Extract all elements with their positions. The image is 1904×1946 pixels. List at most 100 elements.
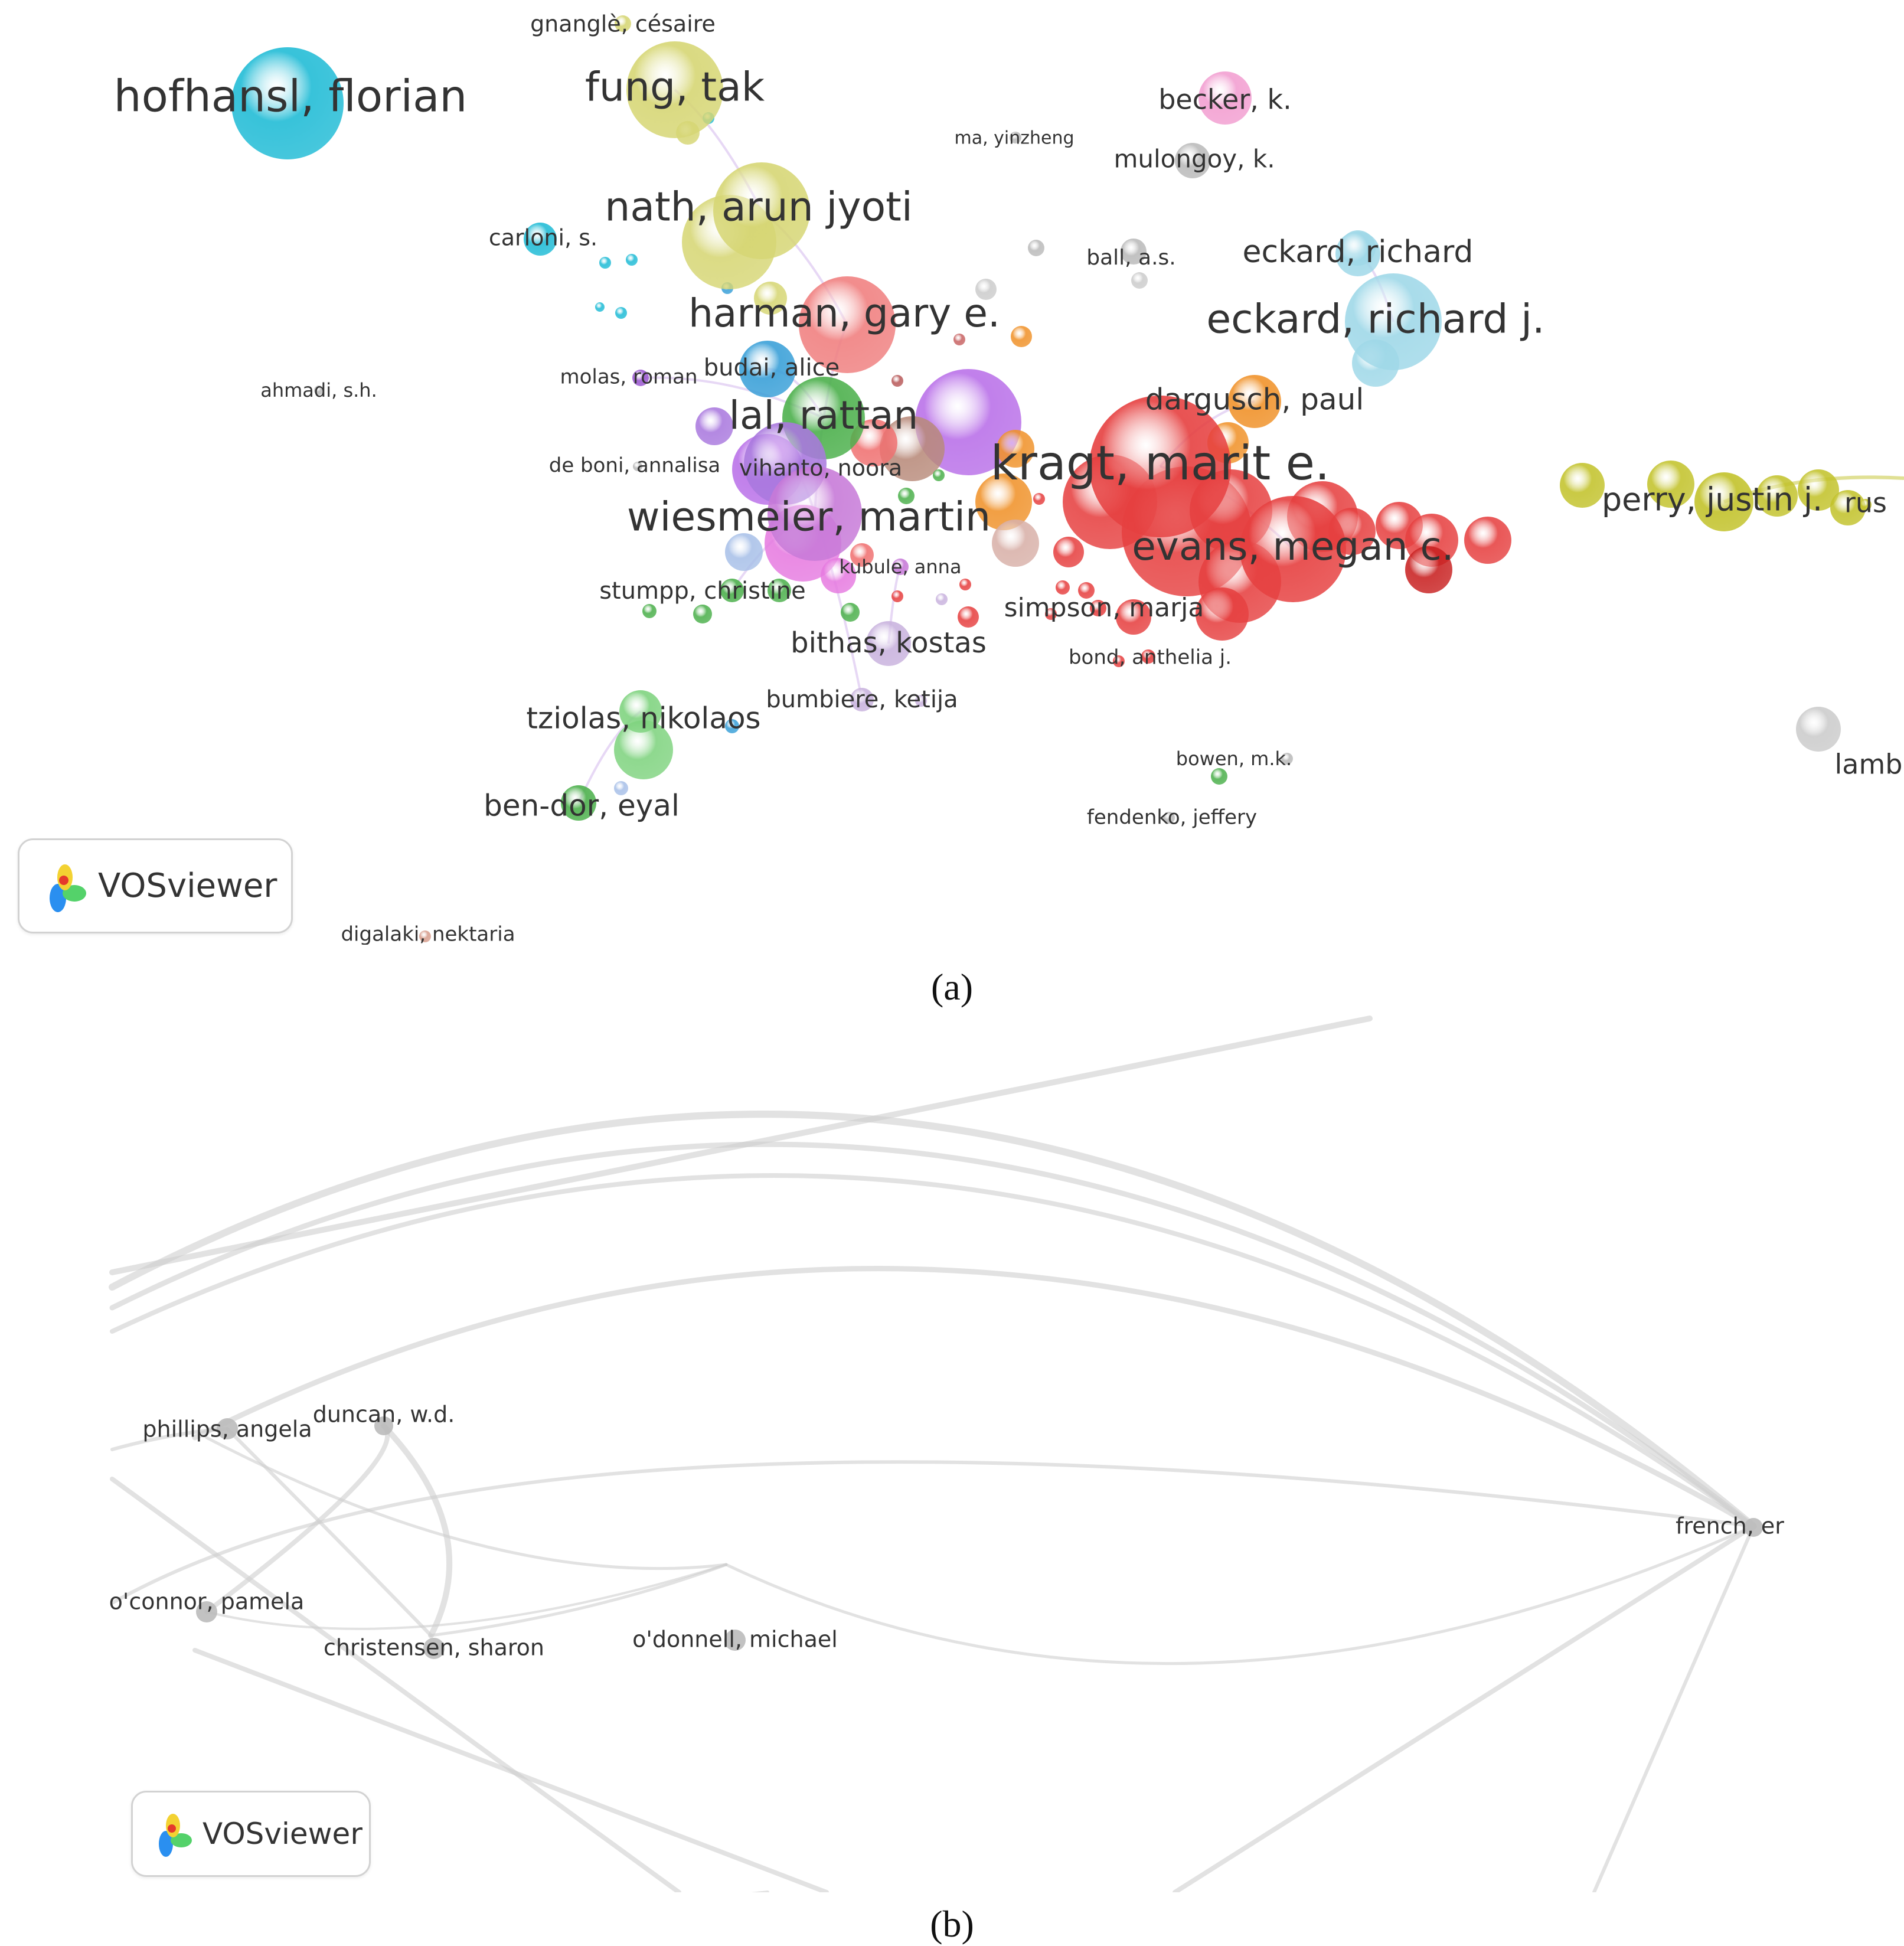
author-label-carloni-s[interactable]: carloni, s.: [489, 225, 597, 251]
author-label-french-er[interactable]: french, er: [1676, 1513, 1784, 1539]
author-label-lamb[interactable]: lamb: [1835, 749, 1903, 781]
author-label-de-boni-annalisa[interactable]: de boni, annalisa: [549, 454, 721, 478]
author-label-ahmadi-s-h[interactable]: ahmadi, s.h.: [260, 379, 377, 401]
author-node[interactable]: [614, 781, 628, 795]
author-label-duncan-w-d[interactable]: duncan, w.d.: [313, 1402, 455, 1428]
author-label-bumbiere-ketija[interactable]: bumbiere, ketija: [766, 686, 958, 713]
author-label-tziolas-nikolaos[interactable]: tziolas, nikolaos: [526, 701, 760, 736]
author-node-kubule-anna[interactable]: [892, 559, 909, 575]
author-label-gnangl-c-saire[interactable]: gnanglè, césaire: [530, 11, 716, 37]
author-label-harman-gary-e[interactable]: harman, gary e.: [688, 290, 1000, 336]
author-label-o-connor-pamela[interactable]: o'connor, pamela: [109, 1589, 305, 1615]
author-node[interactable]: [975, 279, 997, 300]
author-node[interactable]: [615, 307, 627, 319]
author-node-becker-k[interactable]: [1198, 71, 1252, 125]
author-node-lamb[interactable]: [1796, 707, 1841, 752]
author-node[interactable]: [880, 416, 945, 481]
author-node-gnangl-c-saire[interactable]: [615, 15, 631, 32]
author-label-vihanto-noora[interactable]: vihanto, noora: [739, 455, 902, 481]
author-node[interactable]: [1405, 546, 1452, 593]
author-label-fung-tak[interactable]: fung, tak: [585, 64, 765, 111]
author-node[interactable]: [1798, 469, 1839, 511]
author-node[interactable]: [915, 695, 927, 707]
author-node[interactable]: [693, 605, 712, 623]
author-node[interactable]: [933, 469, 945, 481]
author-node-wiesmeier-martin[interactable]: [768, 466, 862, 561]
author-node[interactable]: [891, 590, 903, 602]
author-label-ma-yinzheng[interactable]: ma, yinzheng: [954, 128, 1074, 149]
author-node-stumpp-christine[interactable]: [720, 579, 744, 602]
author-node[interactable]: [1211, 768, 1227, 785]
author-label-bithas-kostas[interactable]: bithas, kostas: [791, 626, 987, 659]
author-node[interactable]: [1113, 655, 1125, 667]
labelled-nodes[interactable]: [231, 15, 1872, 942]
author-node-bowen-m-k[interactable]: [1281, 753, 1293, 765]
author-node-french-er[interactable]: [1744, 1518, 1763, 1537]
author-node[interactable]: [975, 474, 1032, 530]
author-node-rus[interactable]: [1860, 499, 1872, 511]
author-node-christensen-sharon[interactable]: [423, 1638, 445, 1659]
author-label-eckard-richard[interactable]: eckard, richard: [1243, 234, 1474, 270]
author-label-eckard-richard-j[interactable]: eckard, richard j.: [1206, 296, 1544, 343]
author-node-dargusch-paul[interactable]: [1228, 375, 1281, 428]
author-label-budai-alice[interactable]: budai, alice: [704, 354, 840, 381]
author-node-eckard-richard[interactable]: [1335, 231, 1380, 276]
author-node[interactable]: [850, 543, 874, 567]
author-label-christensen-sharon[interactable]: christensen, sharon: [324, 1635, 544, 1661]
author-label-fendenko-jeffery[interactable]: fendenko, jeffery: [1087, 806, 1257, 830]
author-label-o-donnell-michael[interactable]: o'donnell, michael: [632, 1627, 838, 1653]
author-label-ball-a-s[interactable]: ball, a.s.: [1086, 246, 1176, 270]
author-label-stumpp-christine[interactable]: stumpp, christine: [599, 577, 806, 605]
author-node-o-donnell-michael[interactable]: [724, 1630, 746, 1651]
author-node[interactable]: [953, 334, 965, 345]
author-node[interactable]: [1560, 463, 1605, 508]
author-node-digalaki-nektaria[interactable]: [419, 930, 431, 942]
author-label-lal-rattan[interactable]: lal, rattan: [729, 393, 919, 438]
author-label-evans-megan-c[interactable]: evans, megan c.: [1132, 524, 1454, 569]
author-node[interactable]: [1028, 240, 1044, 256]
author-node-o-connor-pamela[interactable]: [196, 1601, 217, 1622]
author-label-phillips-angela[interactable]: phillips, angela: [142, 1416, 312, 1442]
author-node[interactable]: [898, 488, 915, 504]
author-label-bond-anthelia-j[interactable]: bond, anthelia j.: [1069, 646, 1232, 670]
author-node[interactable]: [821, 558, 856, 593]
author-node[interactable]: [1756, 475, 1798, 517]
author-node-ahmadi-s-h[interactable]: [314, 386, 324, 395]
author-label-wiesmeier-martin[interactable]: wiesmeier, martin: [627, 494, 991, 541]
author-node[interactable]: [599, 257, 611, 269]
author-node-fung-tak[interactable]: [626, 41, 723, 138]
author-node-fendenko-jeffery[interactable]: [1163, 812, 1175, 824]
author-node-perry-justin-j[interactable]: [1694, 472, 1753, 531]
author-node[interactable]: [725, 719, 739, 733]
author-node[interactable]: [1647, 461, 1694, 508]
author-node-ben-dor-eyal[interactable]: [561, 785, 596, 821]
author-node-bithas-kostas[interactable]: [866, 621, 911, 666]
author-node[interactable]: [1056, 580, 1070, 595]
author-node[interactable]: [1011, 326, 1032, 347]
author-node-mulongoy-k[interactable]: [1175, 143, 1210, 178]
author-node-carloni-s[interactable]: [524, 223, 557, 256]
author-node[interactable]: [754, 282, 787, 315]
author-node[interactable]: [1196, 587, 1249, 641]
network-map-a[interactable]: hofhansl, florian fung, tak gnanglè, césai…: [0, 0, 1904, 945]
author-node-de-boni-annalisa[interactable]: [633, 462, 642, 471]
author-label-bowen-m-k[interactable]: bowen, m.k.: [1176, 747, 1292, 770]
author-node[interactable]: [1053, 537, 1084, 567]
author-node[interactable]: [1464, 517, 1511, 564]
author-label-molas-roman[interactable]: molas, roman: [560, 365, 697, 389]
author-node[interactable]: [1045, 608, 1057, 620]
author-node[interactable]: [695, 407, 733, 445]
author-node[interactable]: [1116, 599, 1151, 635]
author-label-nath-arun-jyoti[interactable]: nath, arun jyoti: [605, 184, 913, 231]
author-node-simpson-marja[interactable]: [1090, 600, 1106, 616]
author-label-simpson-marja[interactable]: simpson, marja: [1004, 593, 1204, 623]
author-node[interactable]: [642, 604, 657, 618]
author-node[interactable]: [958, 606, 979, 628]
author-label-hofhansl-florian[interactable]: hofhansl, florian: [114, 71, 468, 122]
author-node-nath-arun-jyoti[interactable]: [713, 162, 810, 259]
author-node[interactable]: [841, 603, 860, 622]
author-node-budai-alice[interactable]: [739, 341, 796, 397]
author-node[interactable]: [891, 375, 903, 387]
